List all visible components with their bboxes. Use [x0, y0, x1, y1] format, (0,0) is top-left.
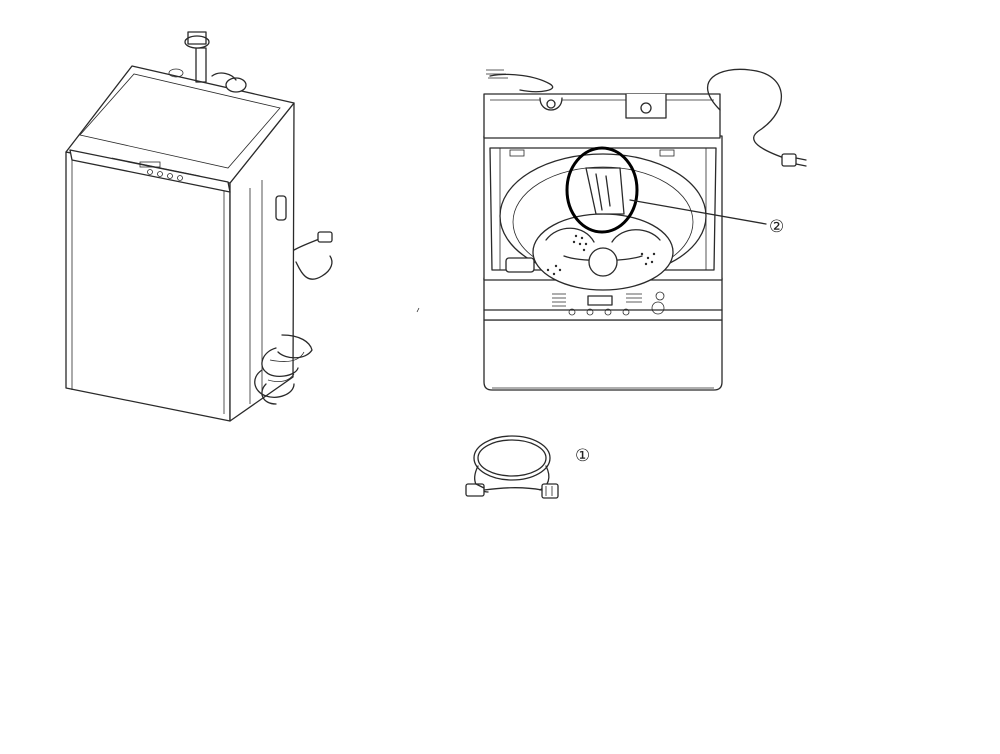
highlight-circle-filter: [565, 146, 639, 234]
impeller-dots-bottom: [546, 264, 562, 276]
supply-hose-accessory: [465, 435, 559, 499]
washer-closed-illustration: [65, 31, 333, 422]
washer-open-illustration: [483, 68, 807, 391]
stray-mark: [416, 307, 420, 313]
callout-label-1: ①: [575, 446, 591, 466]
callout-label-2: ②: [769, 217, 785, 237]
impeller-dots-right: [640, 252, 656, 266]
impeller-dots-left: [572, 234, 588, 252]
leader-line-2: [629, 199, 767, 225]
